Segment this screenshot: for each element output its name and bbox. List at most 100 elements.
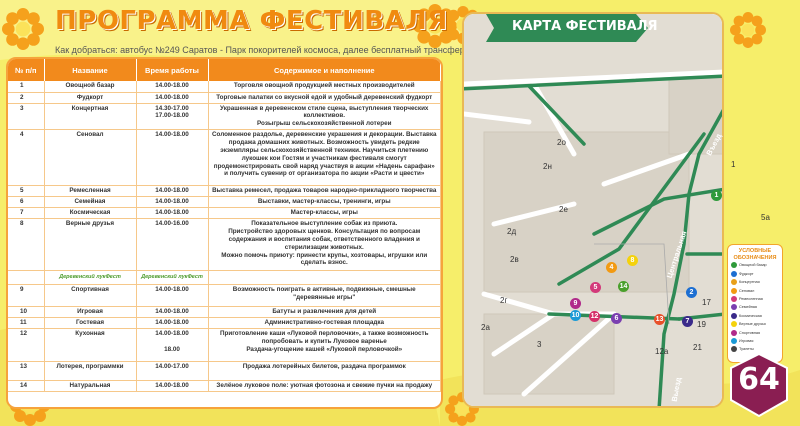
cell-name: Семейная (44, 196, 137, 209)
map-point-marker: 12 (589, 311, 600, 322)
legend-item: Верные друзья (728, 320, 782, 328)
cell-time: 14.00-17.00 (136, 361, 209, 382)
program-table: № п/п Название Время работы Содержимое и… (8, 59, 441, 393)
cell-time: 14.00-18.00 (136, 129, 209, 187)
legend-item: Концертная (728, 278, 782, 286)
flower-icon (2, 8, 44, 50)
legend-item-label: Ремесленная (739, 296, 763, 301)
legend-title: УСЛОВНЫЕ ОБОЗНАЧЕНИЯ (733, 248, 777, 261)
logo-cell: Деревенский лукФест (44, 270, 137, 286)
cell-time: 14.00-18.00 (136, 284, 209, 308)
program-table-panel: № п/п Название Время работы Содержимое и… (6, 57, 443, 409)
directions-text: Как добраться: автобус №249 Саратов - Па… (55, 45, 465, 55)
map-title-banner (486, 14, 648, 42)
cell-name: Лотерея, программки (44, 361, 137, 382)
map-building-label: 2г (500, 296, 508, 305)
legend-marker-icon (731, 270, 737, 277)
legend-marker-icon (731, 262, 737, 269)
cell-content: Украшенная в деревенском стиле сцена, вы… (208, 103, 441, 131)
legend-marker-icon (731, 279, 737, 286)
cell-num: 4 (8, 129, 45, 187)
cell-name: Сеновал (44, 129, 137, 187)
legend-item-label: Овощной базар (739, 263, 767, 268)
cell-time: 14.00-18.00 (136, 196, 209, 209)
cell-time: 14.00-18.00 (136, 81, 209, 93)
cell-content: Продажа лотерейных билетов, раздача прог… (208, 361, 441, 382)
cell-content: Торговые палатки со вкусной едой и удобн… (208, 92, 441, 104)
cell-content: Батуты и развлечения для детей (208, 306, 441, 319)
legend-item: Овощной базар (728, 261, 782, 269)
legend-marker-icon (731, 321, 737, 328)
header-number: № п/п (8, 59, 45, 81)
logo-cell: Деревенский лукФест (136, 270, 209, 286)
map-point-marker: 9 (570, 298, 581, 309)
cell-name: Верные друзья (44, 218, 137, 272)
legend-marker-icon (731, 304, 737, 311)
cell-content: Торговля овощной продукцией местных прои… (208, 81, 441, 93)
cell-name: Концертная (44, 103, 137, 131)
cell-num: 11 (8, 317, 45, 330)
cell-time: 14.00-16.00 (136, 218, 209, 272)
legend-marker-icon (731, 312, 737, 319)
legend-item: Фудкорт (728, 270, 782, 278)
cell-time: 14.00-18.00 (136, 207, 209, 220)
legend-marker-icon (731, 337, 737, 344)
header-content: Содержимое и наполнение (208, 59, 441, 81)
legend-item-label: Космическая (739, 313, 762, 318)
region-badge-icon (730, 352, 788, 418)
legend-item-label: Фудкорт (739, 271, 754, 276)
map-drawing (464, 14, 722, 406)
festival-map (462, 12, 724, 408)
map-point-marker: 4 (606, 262, 617, 273)
map-building-label: 3 (537, 340, 542, 349)
legend-marker-icon (731, 329, 737, 336)
legend-item: Семейная (728, 303, 782, 311)
cell-num: 13 (8, 361, 45, 382)
map-title: КАРТА ФЕСТИВАЛЯ (512, 19, 658, 34)
cell-num: 10 (8, 306, 45, 319)
cell-time: 14.00-18.00 18.00 (136, 328, 209, 363)
map-building-label: 2о (557, 138, 566, 147)
legend-marker-icon (731, 287, 737, 294)
map-point-marker: 6 (611, 313, 622, 324)
map-point-marker: 13 (654, 314, 665, 325)
map-building-label: 1 (731, 160, 736, 169)
legend-item-label: Концертная (739, 280, 760, 285)
cell-content: Мастер-классы, игры (208, 207, 441, 220)
table-header-row: № п/п Название Время работы Содержимое и… (8, 59, 441, 81)
legend-item-label: Верные друзья (739, 322, 766, 327)
map-point-marker: 5 (590, 282, 601, 293)
cell-num: 2 (8, 92, 45, 104)
logo-cell (8, 270, 45, 286)
cell-time: 14.00-18.00 (136, 317, 209, 330)
cell-content: Возможность поиграть в активные, подвижн… (208, 284, 441, 308)
map-building-label: 2н (543, 162, 552, 171)
cell-content: Выставки, мастер-классы, тренинги, игры (208, 196, 441, 209)
map-point-marker: 2 (686, 287, 697, 298)
map-point-marker: 14 (618, 281, 629, 292)
map-point-marker: 10 (570, 310, 581, 321)
cell-num: 8 (8, 218, 45, 272)
legend-item: Игровая (728, 337, 782, 345)
cell-content: Приготовление каши «Луковой перловочки»,… (208, 328, 441, 363)
map-building-label: 17 (702, 298, 711, 307)
cell-name: Спортивная (44, 284, 137, 308)
map-point-marker: 7 (682, 316, 693, 327)
cell-num: 7 (8, 207, 45, 220)
legend-item: Сеновал (728, 286, 782, 294)
header-name: Название (44, 59, 137, 81)
map-building-label: 12а (655, 347, 669, 356)
cell-num: 5 (8, 185, 45, 198)
flower-icon (730, 12, 766, 48)
legend-marker-icon (731, 346, 737, 353)
cell-name: Натуральная (44, 380, 137, 393)
cell-num: 14 (8, 380, 45, 393)
